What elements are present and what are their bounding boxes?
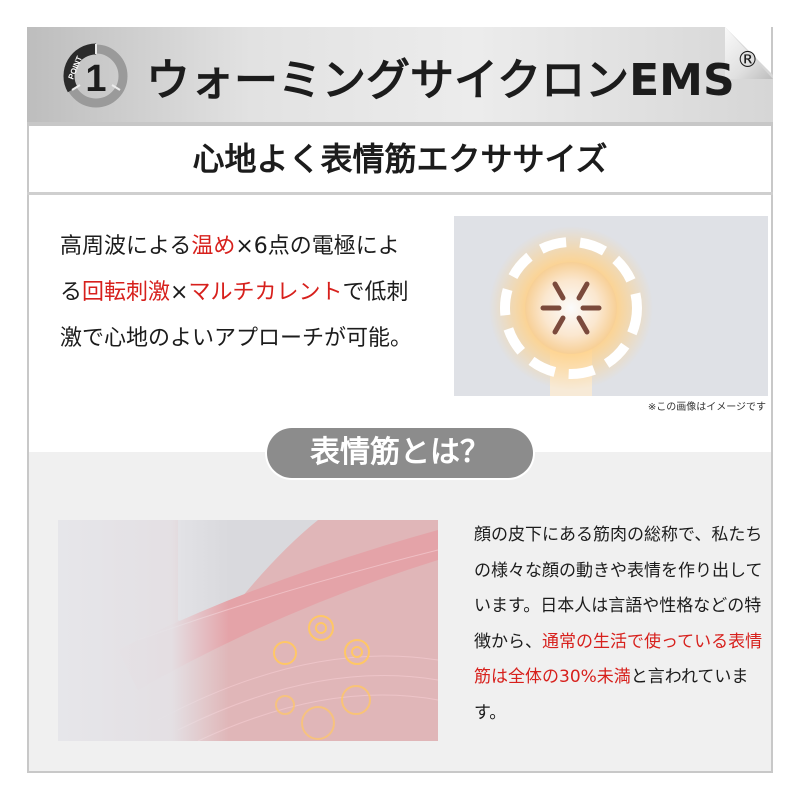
header-banner — [27, 27, 773, 122]
section-subtitle: 心地よく表情筋エクササイズ — [192, 140, 608, 178]
image-note: ※この画像はイメージです — [647, 402, 766, 413]
muscle-description: 顔の皮下にある筋肉の総称で、私たちの様々な顔の動きや表情を作り出しています。日本… — [474, 525, 763, 723]
facial-muscle-image — [58, 520, 438, 741]
device-head-image — [454, 216, 768, 396]
section-heading-pill: 表情筋とは？ — [267, 428, 533, 478]
point-badge-icon: 1 POINT — [63, 43, 128, 108]
svg-text:1: 1 — [85, 58, 106, 100]
header-divider — [27, 122, 773, 126]
subtitle-divider — [27, 192, 773, 195]
page-title: ウォーミングサイクロンEMS® — [146, 48, 759, 106]
feature-description: 高周波による温め×6点の電極による回転刺激×マルチカレントで低刺激で心地のよいア… — [60, 234, 413, 351]
